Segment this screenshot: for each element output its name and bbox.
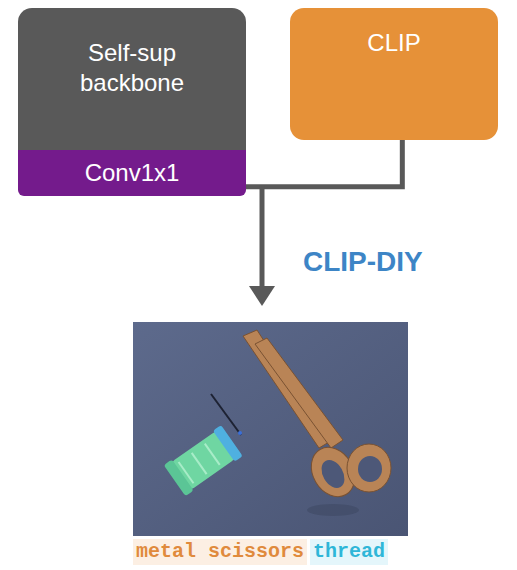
- node-label: Conv1x1: [85, 158, 180, 188]
- class-label: thread: [310, 539, 388, 565]
- class-label-row: metal scissorsthread: [133, 539, 391, 565]
- clip-box: CLIP: [290, 8, 498, 140]
- connector-line: [246, 140, 402, 187]
- class-label: metal scissors: [133, 539, 307, 565]
- conv-box: Conv1x1: [18, 150, 246, 196]
- node-label: Self-sup backbone: [67, 38, 197, 98]
- backbone-box: Self-sup backbone: [18, 8, 246, 150]
- node-label: CLIP: [367, 28, 420, 58]
- method-name: CLIP-DIY: [303, 246, 517, 278]
- segmentation-photo: [133, 322, 408, 536]
